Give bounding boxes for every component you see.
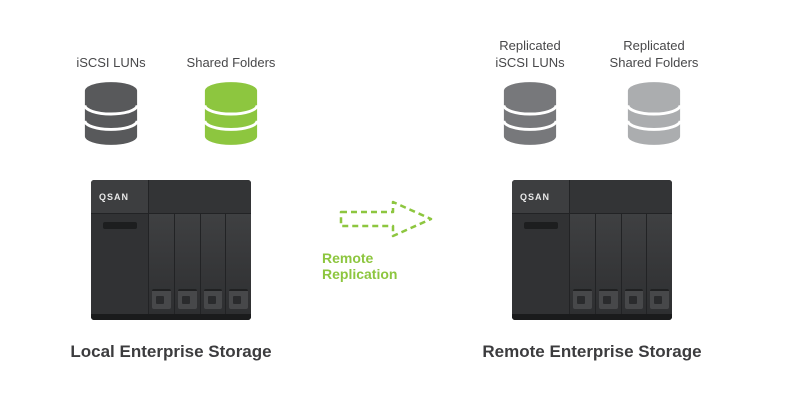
device-top-strip bbox=[149, 180, 251, 214]
drive-bay bbox=[174, 214, 201, 314]
drive-bay-handle bbox=[152, 289, 171, 309]
drive-bay bbox=[149, 214, 175, 314]
device-base bbox=[91, 314, 251, 320]
drive-bay bbox=[595, 214, 622, 314]
database-separators bbox=[626, 104, 682, 131]
drive-bay-handle bbox=[573, 289, 592, 309]
iscsi-luns-label: iSCSI LUNs bbox=[76, 55, 146, 71]
device-logo: QSAN bbox=[520, 191, 551, 202]
device-side-panel bbox=[91, 214, 149, 314]
database-separators bbox=[502, 104, 558, 131]
remote-storage-caption: Remote Enterprise Storage bbox=[482, 342, 702, 361]
device-side-panel bbox=[512, 214, 570, 314]
remote-icons-row: Replicated iSCSI LUNs Replicated Shared … bbox=[474, 36, 710, 148]
drive-bay bbox=[570, 214, 596, 314]
drive-bay-handle bbox=[177, 289, 197, 309]
device-top-strip bbox=[570, 180, 672, 214]
device-logo: QSAN bbox=[99, 191, 130, 202]
database-separators bbox=[203, 104, 259, 131]
remote-storage-group: Replicated iSCSI LUNs Replicated Shared … bbox=[474, 36, 710, 362]
drive-bay bbox=[226, 214, 251, 314]
iscsi-luns-figure: iSCSI LUNs bbox=[55, 36, 167, 148]
drive-bays bbox=[149, 214, 251, 314]
replication-arrow-icon bbox=[339, 200, 433, 238]
replicated-shared-folders-icon bbox=[626, 82, 682, 145]
device-logo-panel: QSAN bbox=[91, 180, 149, 214]
database-separators bbox=[83, 104, 139, 131]
drive-bay bbox=[647, 214, 672, 314]
drive-bay-handle bbox=[229, 289, 248, 309]
shared-folders-figure: Shared Folders bbox=[175, 36, 287, 148]
drive-bays bbox=[570, 214, 672, 314]
replication-group: Remote Replication bbox=[322, 196, 452, 282]
drive-bay bbox=[621, 214, 648, 314]
replicated-iscsi-luns-figure: Replicated iSCSI LUNs bbox=[474, 36, 586, 148]
shared-folders-icon bbox=[203, 82, 259, 145]
drive-bay-handle bbox=[598, 289, 618, 309]
drive-bay-handle bbox=[624, 289, 644, 309]
replicated-shared-folders-figure: Replicated Shared Folders bbox=[598, 36, 710, 148]
replicated-iscsi-luns-icon bbox=[502, 82, 558, 145]
vent-slot bbox=[102, 222, 137, 229]
device-front bbox=[91, 214, 251, 314]
replicated-shared-folders-label: Replicated Shared Folders bbox=[609, 38, 699, 71]
local-storage-device: QSAN bbox=[91, 180, 251, 320]
device-base bbox=[512, 314, 672, 320]
drive-bay bbox=[200, 214, 227, 314]
drive-bay-handle bbox=[203, 289, 223, 309]
local-storage-caption: Local Enterprise Storage bbox=[70, 342, 272, 361]
replicated-iscsi-luns-label: Replicated iSCSI LUNs bbox=[495, 38, 565, 71]
local-icons-row: iSCSI LUNs Shared Folders bbox=[55, 36, 287, 148]
iscsi-luns-icon bbox=[83, 82, 139, 145]
remote-storage-device: QSAN bbox=[512, 180, 672, 320]
device-top-panel: QSAN bbox=[91, 180, 251, 214]
device-logo-panel: QSAN bbox=[512, 180, 570, 214]
shared-folders-label: Shared Folders bbox=[186, 55, 276, 71]
local-storage-group: iSCSI LUNs Shared Folders QSAN bbox=[55, 36, 287, 362]
replication-label: Remote Replication bbox=[322, 250, 398, 282]
drive-bay-handle bbox=[650, 289, 669, 309]
vent-slot bbox=[523, 222, 558, 229]
device-top-panel: QSAN bbox=[512, 180, 672, 214]
device-front bbox=[512, 214, 672, 314]
